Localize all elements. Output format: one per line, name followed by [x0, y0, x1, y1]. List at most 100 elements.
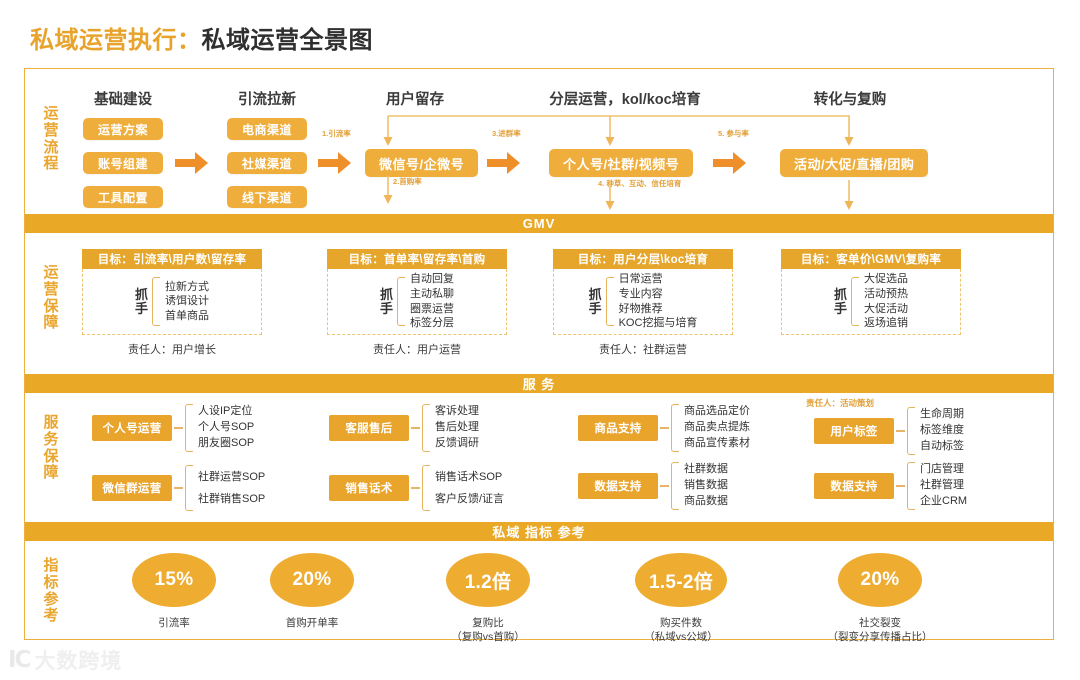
- service-group-4[interactable]: 销售话术 销售话术SOP 客户反馈/证言: [329, 465, 505, 511]
- metric-3[interactable]: 1.2倍 复购比 （复购vs首购）: [408, 553, 568, 644]
- service-group-2[interactable]: 微信群运营 社群运营SOP 社群销售SOP: [92, 465, 266, 511]
- page-title-main: 私域运营全景图: [201, 27, 373, 54]
- goal-box-3[interactable]: 目标：用户分层\koc培育 抓手 日常运营 专业内容 好物推荐 KOC挖掘与培育: [553, 249, 733, 335]
- service-tag-6[interactable]: 数据支持: [578, 473, 658, 499]
- flow-pill-1-2[interactable]: 账号组建: [83, 152, 163, 174]
- flow-pill-3-1[interactable]: 微信号/企微号: [365, 149, 479, 177]
- goal-title-3: 目标：用户分层\koc培育: [553, 249, 733, 269]
- watermark-text: 大数跨境: [34, 650, 123, 673]
- service-tag-2[interactable]: 微信群运营: [92, 475, 172, 501]
- brace-icon: [152, 277, 160, 326]
- connector-dash-icon: [896, 430, 905, 432]
- watermark-mark-icon: IC: [8, 647, 31, 673]
- service-tag-7[interactable]: 用户标签: [814, 418, 894, 444]
- goal-items-2: 自动回复 主动私聊 圈票运营 标签分层: [410, 273, 454, 330]
- flow-pill-4-1[interactable]: 个人号/社群/视频号: [549, 149, 694, 177]
- page-title-prefix: 私域运营执行：: [30, 27, 202, 54]
- goal-owner-1: 责任人：用户增长: [128, 344, 216, 356]
- connector-dash-icon: [411, 487, 420, 489]
- brace-icon: [185, 404, 193, 452]
- service-items-7: 生命周期 标签维度 自动标签: [920, 408, 964, 452]
- goal-items-4: 大促选品 活动预热 大促活动 返场追销: [864, 273, 908, 330]
- brace-icon: [605, 277, 614, 326]
- flow-label-5: 5. 参与率: [718, 129, 749, 138]
- service-group-6[interactable]: 数据支持 社群数据 销售数据 商品数据: [578, 462, 728, 510]
- metric-value-3: 1.2倍: [446, 553, 530, 607]
- metric-2[interactable]: 20% 首购开单率: [232, 553, 392, 630]
- connector-dash-icon: [660, 427, 669, 429]
- flow-pill-1-3[interactable]: 工具配置: [83, 186, 163, 208]
- metric-4[interactable]: 1.5-2倍 购买件数 （私域vs公域）: [601, 553, 761, 644]
- flow-pill-2-3[interactable]: 线下渠道: [227, 186, 307, 208]
- service-tag-8[interactable]: 数据支持: [814, 473, 894, 499]
- brace-icon: [397, 277, 405, 326]
- watermark-logo: IC 大数跨境: [8, 645, 122, 675]
- side-label-flow: 运 营 流 程: [43, 105, 59, 173]
- goal-body-2: 抓手 自动回复 主动私聊 圈票运营 标签分层: [327, 269, 507, 335]
- flow-connector-3-top: [380, 116, 400, 148]
- metric-value-4: 1.5-2倍: [635, 553, 727, 607]
- flow-column-head-3: 用户留存: [386, 92, 444, 108]
- goal-body-3: 抓手 日常运营 专业内容 好物推荐 KOC挖掘与培育: [553, 269, 733, 335]
- service-tag-3[interactable]: 客服售后: [329, 415, 409, 441]
- flow-label-3: 3.进群率: [492, 129, 521, 138]
- zhuashou-label-1: 抓手: [134, 286, 148, 316]
- connector-dash-icon: [896, 485, 905, 487]
- goal-title-4: 目标：客单价\GMV\复购率: [781, 249, 961, 269]
- service-group-1[interactable]: 个人号运营 人设IP定位 个人号SOP 朋友圈SOP: [92, 404, 254, 452]
- service-tag-4[interactable]: 销售话术: [329, 475, 409, 501]
- page-title: 私域运营执行：私域运营全景图: [30, 20, 373, 55]
- metric-value-5: 20%: [838, 553, 922, 607]
- connector-dash-icon: [660, 485, 669, 487]
- brace-icon: [907, 462, 915, 510]
- brace-icon: [422, 465, 430, 511]
- service-group-8[interactable]: 数据支持 门店管理 社群管理 企业CRM: [814, 462, 967, 510]
- gmv-band: GMV: [25, 214, 1053, 233]
- flow-arrow-1-icon: [175, 150, 209, 176]
- metric-1[interactable]: 15% 引流率: [94, 553, 254, 630]
- side-label-metrics: 指 标 参 考: [43, 557, 59, 625]
- side-label-service: 服 务 保 障: [43, 414, 59, 482]
- metric-value-1: 15%: [132, 553, 216, 607]
- brace-icon: [671, 404, 679, 452]
- flow-arrow-3-icon: [487, 150, 521, 176]
- goal-box-2[interactable]: 目标：首单率\留存率\首购 抓手 自动回复 主动私聊 圈票运营 标签分层: [327, 249, 507, 335]
- goal-owner-3: 责任人：社群运营: [599, 344, 687, 356]
- service-items-4: 销售话术SOP 客户反馈/证言: [435, 471, 505, 505]
- service-group-7[interactable]: 用户标签 生命周期 标签维度 自动标签: [814, 407, 964, 455]
- goal-items-1: 拉新方式 诱饵设计 首单商品: [165, 280, 209, 322]
- service-tag-5[interactable]: 商品支持: [578, 415, 658, 441]
- connector-dash-icon: [174, 487, 183, 489]
- flow-pill-2-2[interactable]: 社媒渠道: [227, 152, 307, 174]
- goal-owner-2: 责任人：用户运营: [373, 344, 461, 356]
- service-group-3[interactable]: 客服售后 客诉处理 售后处理 反馈调研: [329, 404, 479, 452]
- flow-column-head-4: 分层运营，kol/koc培育: [549, 92, 701, 108]
- service-owner-note: 责任人：活动策划: [806, 398, 875, 408]
- goal-body-4: 抓手 大促选品 活动预热 大促活动 返场追销: [781, 269, 961, 335]
- service-group-5[interactable]: 商品支持 商品选品定价 商品卖点提炼 商品宣传素材: [578, 404, 750, 452]
- flow-connector-3-bottom: [380, 176, 400, 206]
- flow-arrow-4-icon: [713, 150, 747, 176]
- service-items-2: 社群运营SOP 社群销售SOP: [198, 471, 266, 505]
- brace-icon: [671, 462, 679, 510]
- flow-rail-top: [386, 114, 852, 118]
- side-label-guarantee: 运 营 保 障: [43, 264, 59, 332]
- flow-column-head-1: 基础建设: [94, 92, 152, 108]
- metric-5[interactable]: 20% 社交裂变 （裂变分享传播占比）: [800, 553, 960, 644]
- flow-pill-1-1[interactable]: 运营方案: [83, 118, 163, 140]
- service-items-1: 人设IP定位 个人号SOP 朋友圈SOP: [198, 405, 255, 449]
- flow-pill-2-1[interactable]: 电商渠道: [227, 118, 307, 140]
- goal-items-3: 日常运营 专业内容 好物推荐 KOC挖掘与培育: [618, 273, 698, 330]
- flow-connector-5-top: [841, 116, 861, 148]
- service-items-8: 门店管理 社群管理 企业CRM: [920, 463, 968, 507]
- goal-box-4[interactable]: 目标：客单价\GMV\复购率 抓手 大促选品 活动预热 大促活动 返场追销: [781, 249, 961, 335]
- goal-body-1: 抓手 拉新方式 诱饵设计 首单商品: [82, 269, 262, 335]
- flow-column-head-2: 引流拉新: [238, 92, 296, 108]
- flow-pill-5-1[interactable]: 活动/大促/直播/团购: [780, 149, 929, 177]
- goal-box-1[interactable]: 目标：引流率\用户数\留存率 抓手 拉新方式 诱饵设计 首单商品: [82, 249, 262, 335]
- metric-value-2: 20%: [270, 553, 354, 607]
- service-tag-1[interactable]: 个人号运营: [92, 415, 172, 441]
- service-items-5: 商品选品定价 商品卖点提炼 商品宣传素材: [684, 405, 750, 449]
- goal-title-2: 目标：首单率\留存率\首购: [327, 249, 507, 269]
